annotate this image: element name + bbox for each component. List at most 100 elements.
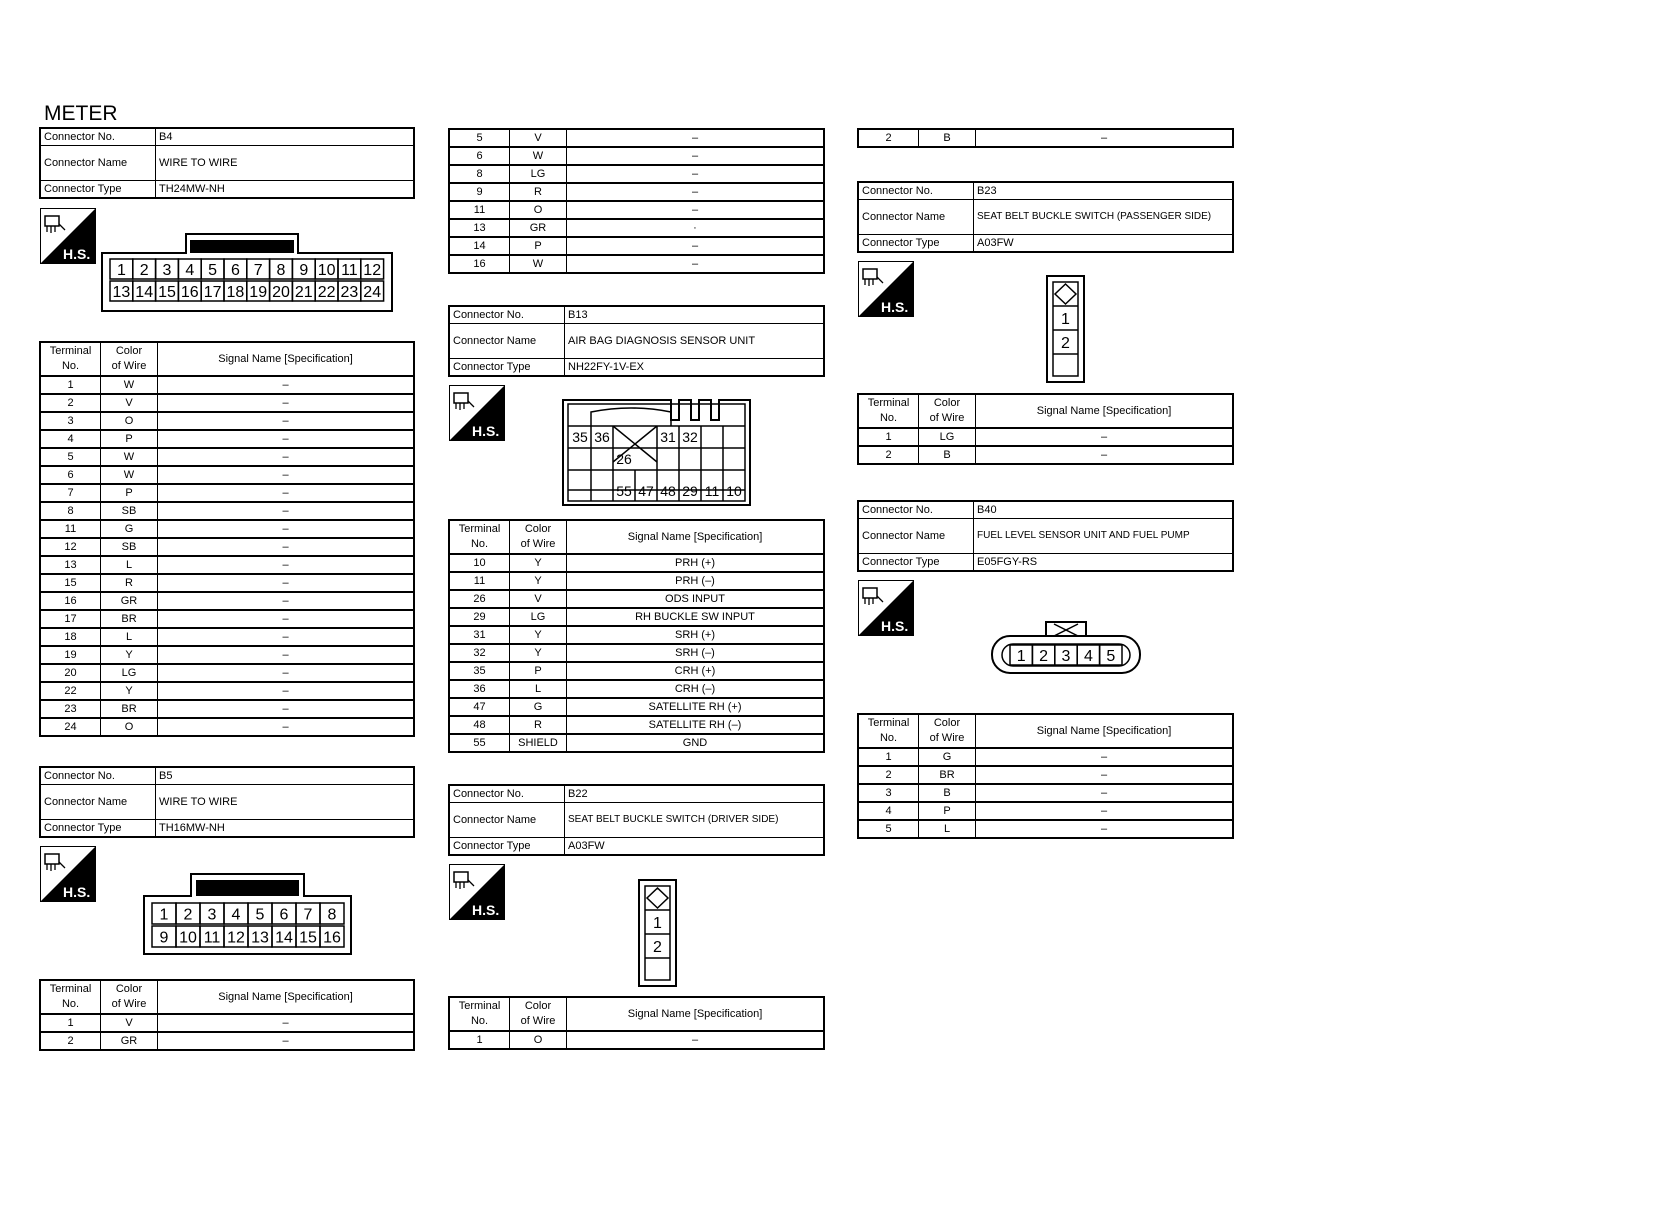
connector-name-label: Connector Name [448,802,565,838]
signal-name-cell: SRH (+) [566,625,825,645]
connector-no-value: B23 [973,181,1234,200]
terminal-no-cell: 1 [39,1013,101,1033]
pin-number: 6 [280,907,289,924]
terminal-no-cell: 2 [857,128,919,148]
signal-name-cell: SATELLITE RH (–) [566,715,825,735]
terminal-no-cell: 7 [39,483,101,503]
signal-name-cell: – [157,429,415,449]
signal-name-cell: – [157,555,415,575]
signal-name-cell: – [157,411,415,431]
terminal-no-cell: 26 [448,589,510,609]
terminal-no-cell: 6 [39,465,101,485]
pin-number: 15 [158,284,176,301]
terminal-no-cell: 11 [448,200,510,220]
connector-name-value: AIR BAG DIAGNOSIS SENSOR UNIT [564,323,825,359]
terminal-no-cell: 35 [448,661,510,681]
signal-name-header: Signal Name [Specification] [157,341,415,377]
signal-name-cell: – [975,801,1234,821]
signal-name-cell: – [157,375,415,395]
wire-color-cell: O [100,411,158,431]
wire-color-cell: O [509,1030,567,1050]
pin-number: 10 [318,262,336,279]
wire-color-cell: W [100,375,158,395]
pin-number: 18 [227,284,245,301]
wire-color-cell: LG [509,164,567,184]
signal-name-header: Signal Name [Specification] [975,393,1234,429]
signal-name-cell: ODS INPUT [566,589,825,609]
pin-number: 2 [1039,648,1048,665]
signal-name-cell: RH BUCKLE SW INPUT [566,607,825,627]
wire-color-cell: R [509,715,567,735]
signal-name-cell: – [157,591,415,611]
connector-no-label: Connector No. [857,500,974,519]
signal-name-cell: – [975,819,1234,839]
pin-number: 23 [341,284,359,301]
wire-color-cell: G [100,519,158,539]
terminal-no-cell: 2 [39,1031,101,1051]
signal-name-cell: – [566,236,825,256]
connector-type-label: Connector Type [857,553,974,572]
connector-name-label: Connector Name [857,518,974,554]
terminal-no-cell: 55 [448,733,510,753]
pin-number: 3 [163,262,172,279]
wire-color-cell: B [918,783,976,803]
hs-badge-text: H.S. [472,423,499,439]
pin-number: 13 [251,930,269,947]
pin-number: 1 [160,907,169,924]
pin-number: 2 [184,907,193,924]
signal-name-header: Signal Name [Specification] [566,519,825,555]
terminal-no-cell: 3 [39,411,101,431]
signal-name-cell: CRH (+) [566,661,825,681]
connector-no-value: B13 [564,305,825,324]
signal-name-cell: GND [566,733,825,753]
wire-color-cell: V [509,128,567,148]
terminal-no-cell: 3 [857,783,919,803]
connector-no-label: Connector No. [448,784,565,803]
signal-name-cell: – [975,445,1234,465]
pin-number: 2 [1061,335,1070,352]
connector-type-label: Connector Type [857,234,974,253]
signal-name-cell: – [157,663,415,683]
connector-name-label: Connector Name [39,784,156,820]
terminal-no-cell: 1 [857,427,919,447]
pin-number: 4 [232,907,241,924]
connector-name-label: Connector Name [857,199,974,235]
pin-number: 3 [208,907,217,924]
harness-side-icon: H.S. [449,864,505,920]
pin-number: 16 [181,284,199,301]
terminal-no-cell: 24 [39,717,101,737]
terminal-no-cell: 16 [448,254,510,274]
terminal-no-cell: 14 [448,236,510,256]
connector-type-value: E05FGY-RS [973,553,1234,572]
connector-name-label: Connector Name [39,145,156,181]
wire-color-cell: P [509,661,567,681]
terminal-no-cell: 4 [857,801,919,821]
terminal-no-cell: 2 [857,445,919,465]
terminal-no-cell: 48 [448,715,510,735]
wire-color-cell: P [509,236,567,256]
pin-number: 31 [660,429,676,445]
wire-color-cell: Y [509,553,567,573]
connector-type-label: Connector Type [448,358,565,377]
pin-number: 8 [328,907,337,924]
wire-color-cell: B [918,128,976,148]
